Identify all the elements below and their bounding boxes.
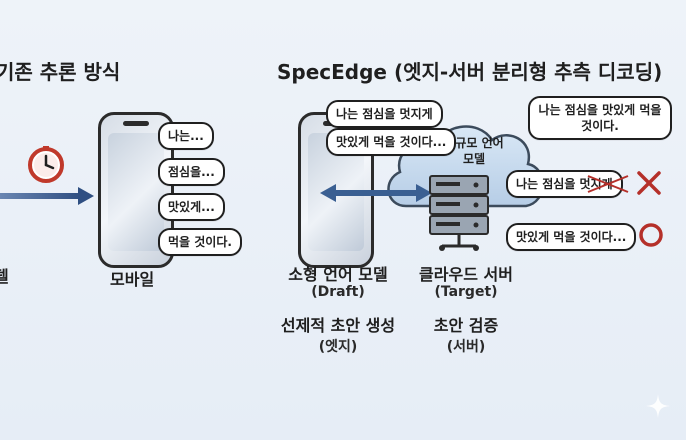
reject-bubble: 나는 점심을 멋지게 [506, 170, 629, 199]
server-bubble-top: 나는 점심을 맛있게 먹을 것이다. [528, 96, 672, 141]
reject-x-icon [637, 171, 661, 195]
left-bubble-1: 나는... [158, 122, 214, 151]
cloud-icon [387, 125, 544, 208]
draft-model-role-sub: (엣지) [318, 339, 358, 355]
draft-model-sub: (Draft) [311, 284, 365, 300]
target-model-role-sub: (서버) [446, 339, 486, 355]
edge-bubble-2: 맛있게 먹을 것이다... [326, 128, 457, 157]
target-model-role: 초안 검증 [433, 316, 499, 335]
phone-screen [108, 133, 164, 251]
edge-bubble-1: 나는 점심을 멋지게 [326, 100, 443, 129]
cloud-label: 대규모 언어 모델 [444, 136, 504, 166]
phone-notch [123, 121, 149, 126]
mobile-label: 모바일 [110, 270, 155, 289]
target-model-sub: (Target) [434, 284, 498, 300]
reject-bubble-text: 나는 점심을 멋지게 [516, 177, 613, 191]
accept-o-icon [639, 223, 663, 247]
left-bubble-4: 먹을 것이다. [158, 228, 242, 257]
server-bubble-text: 나는 점심을 맛있게 먹을 것이다. [538, 103, 662, 134]
accept-bubble: 맛있게 먹을 것이다... [506, 223, 637, 252]
request-arrow [0, 187, 94, 205]
clock-icon [28, 146, 64, 183]
draft-model-role: 선제적 초안 생성 [280, 316, 396, 335]
strike-mark [587, 175, 629, 193]
left-bubble-3: 맛있게... [158, 193, 225, 222]
target-model-label: 클라우드 서버 [419, 265, 513, 284]
server-icon [429, 175, 489, 251]
draft-model-label: 소형 언어 모델 [288, 265, 388, 284]
left-section-title: 기존 추론 방식 [0, 60, 121, 84]
partial-label: 델 [0, 267, 9, 286]
sparkle-icon [646, 394, 670, 418]
right-section-title: SpecEdge (엣지-서버 분리형 추측 디코딩) [277, 60, 663, 84]
bidirectional-arrow [320, 184, 432, 202]
left-bubble-2: 점심을... [158, 158, 225, 187]
